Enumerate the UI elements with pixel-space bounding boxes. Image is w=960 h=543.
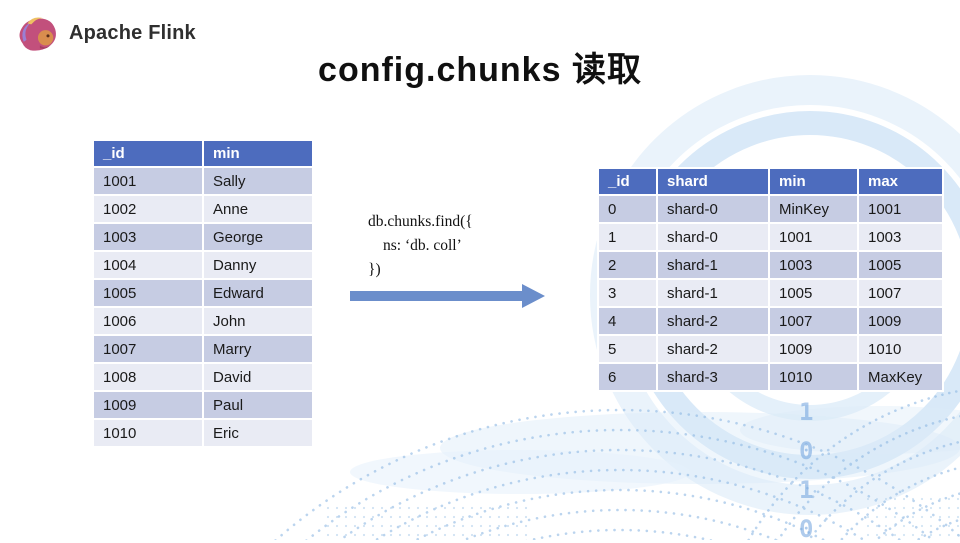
table-cell: 1001 bbox=[857, 194, 944, 224]
table-cell: 1005 bbox=[768, 278, 859, 308]
code-line: }) bbox=[368, 261, 381, 278]
table-cell: 1010 bbox=[857, 334, 944, 364]
column-header: min bbox=[202, 139, 314, 168]
table-cell: 0 bbox=[597, 194, 658, 224]
table-cell: shard-2 bbox=[656, 334, 770, 364]
table-cell: 1004 bbox=[92, 250, 204, 280]
table-cell: shard-2 bbox=[656, 306, 770, 336]
table-cell: 1006 bbox=[92, 306, 204, 336]
table-cell: 1003 bbox=[768, 250, 859, 280]
table-cell: MaxKey bbox=[857, 362, 944, 392]
column-header: shard bbox=[656, 167, 770, 196]
table-cell: 4 bbox=[597, 306, 658, 336]
table-cell: 1007 bbox=[768, 306, 859, 336]
right-arrow bbox=[350, 284, 545, 308]
table-cell: 1001 bbox=[768, 222, 859, 252]
table-cell: 1008 bbox=[92, 362, 204, 392]
table-cell: shard-1 bbox=[656, 278, 770, 308]
apache-flink-logo: Apache Flink bbox=[14, 11, 196, 55]
table-cell: Marry bbox=[202, 334, 314, 364]
table-cell: 1 bbox=[597, 222, 658, 252]
table-cell: 6 bbox=[597, 362, 658, 392]
table-cell: 1010 bbox=[92, 418, 204, 448]
table-cell: 1007 bbox=[92, 334, 204, 364]
table-cell: 1007 bbox=[857, 278, 944, 308]
table-cell: 5 bbox=[597, 334, 658, 364]
table-cell: 1005 bbox=[857, 250, 944, 280]
table-cell: 1003 bbox=[857, 222, 944, 252]
table-cell: shard-1 bbox=[656, 250, 770, 280]
table-cell: 3 bbox=[597, 278, 658, 308]
column-header: _id bbox=[597, 167, 658, 196]
table-cell: George bbox=[202, 222, 314, 252]
table-cell: Eric bbox=[202, 418, 314, 448]
table-cell: shard-3 bbox=[656, 362, 770, 392]
table-cell: Paul bbox=[202, 390, 314, 420]
table-cell: Sally bbox=[202, 166, 314, 196]
table-cell: 2 bbox=[597, 250, 658, 280]
chunks-find-query: db.chunks.find({ ns: ‘db. coll’}) bbox=[368, 210, 473, 282]
table-cell: Danny bbox=[202, 250, 314, 280]
logo-brand-text: Apache Flink bbox=[69, 21, 196, 44]
table-cell: Anne bbox=[202, 194, 314, 224]
code-line: db.chunks.find({ bbox=[368, 213, 473, 230]
table-cell: shard-0 bbox=[656, 194, 770, 224]
column-header: _id bbox=[92, 139, 204, 168]
table-cell: 1002 bbox=[92, 194, 204, 224]
table-cell: 1003 bbox=[92, 222, 204, 252]
flink-squirrel-icon bbox=[19, 17, 56, 51]
table-cell: 1009 bbox=[857, 306, 944, 336]
table-cell: MinKey bbox=[768, 194, 859, 224]
column-header: min bbox=[768, 167, 859, 196]
table-cell: 1009 bbox=[768, 334, 859, 364]
table-cell: Edward bbox=[202, 278, 314, 308]
table-cell: shard-0 bbox=[656, 222, 770, 252]
column-header: max bbox=[857, 167, 944, 196]
table-cell: 1001 bbox=[92, 166, 204, 196]
table-cell: David bbox=[202, 362, 314, 392]
table-cell: 1005 bbox=[92, 278, 204, 308]
table-cell: 1010 bbox=[768, 362, 859, 392]
code-line: ns: ‘db. coll’ bbox=[383, 237, 462, 254]
table-cell: 1009 bbox=[92, 390, 204, 420]
table-cell: John bbox=[202, 306, 314, 336]
page-title: config.chunks 读取 bbox=[318, 51, 642, 89]
